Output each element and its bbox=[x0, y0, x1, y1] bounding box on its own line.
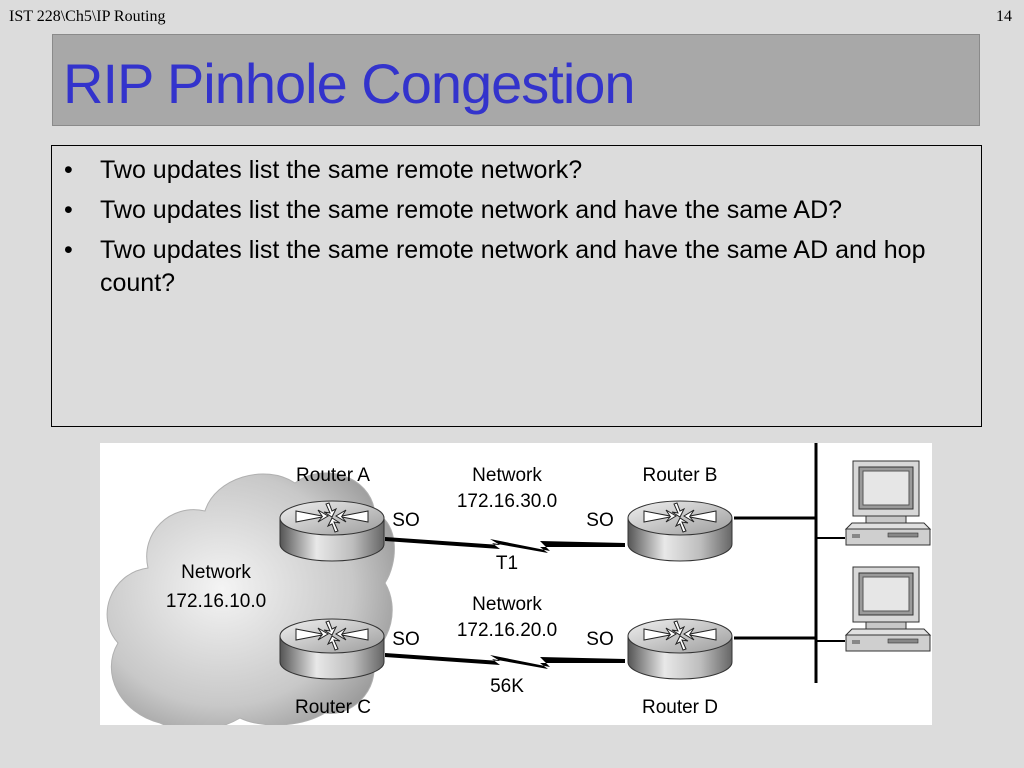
interface-c-label: SO bbox=[392, 629, 419, 650]
interface-d-label: SO bbox=[586, 629, 613, 650]
computer-icon bbox=[845, 460, 931, 546]
bullet-dot: • bbox=[64, 196, 73, 224]
bottom-link-speed: 56K bbox=[490, 676, 524, 697]
bullet-item: • Two updates list the same remote netwo… bbox=[64, 154, 964, 187]
title-bar: RIP Pinhole Congestion bbox=[52, 34, 980, 126]
router-b-label: Router B bbox=[643, 465, 718, 486]
bullet-item: • Two updates list the same remote netwo… bbox=[64, 234, 964, 300]
page-number: 14 bbox=[996, 8, 1012, 25]
router-b-icon bbox=[627, 500, 733, 562]
router-a-label: Router A bbox=[296, 465, 370, 486]
router-c-icon bbox=[279, 618, 385, 680]
cloud-label: Network bbox=[181, 562, 251, 583]
router-d-label: Router D bbox=[642, 697, 718, 718]
slide-path: IST 228\Ch5\IP Routing bbox=[9, 8, 166, 25]
bullet-dot: • bbox=[64, 236, 73, 264]
router-a-icon bbox=[279, 500, 385, 562]
slide-title: RIP Pinhole Congestion bbox=[63, 52, 636, 115]
bullet-list: • Two updates list the same remote netwo… bbox=[64, 154, 964, 307]
router-d-icon bbox=[627, 618, 733, 680]
serial-link-t1 bbox=[385, 537, 625, 553]
router-c-label: Router C bbox=[295, 697, 371, 718]
top-link-speed: T1 bbox=[496, 553, 518, 574]
serial-link-56k bbox=[385, 653, 625, 669]
top-link-network: 172.16.30.0 bbox=[457, 491, 557, 512]
interface-a-label: SO bbox=[392, 510, 419, 531]
bullet-text: Two updates list the same remote network… bbox=[100, 236, 926, 297]
bullet-text: Two updates list the same remote network… bbox=[100, 196, 843, 224]
computer-icon bbox=[845, 566, 931, 652]
top-link-label: Network bbox=[472, 465, 542, 486]
interface-b-label: SO bbox=[586, 510, 613, 531]
network-diagram: Network 172.16.10.0 Router A Router B Ro… bbox=[100, 443, 932, 725]
bullet-dot: • bbox=[64, 156, 73, 184]
bottom-link-network: 172.16.20.0 bbox=[457, 620, 557, 641]
bottom-link-label: Network bbox=[472, 594, 542, 615]
cloud-network: 172.16.10.0 bbox=[166, 591, 266, 612]
bullet-text: Two updates list the same remote network… bbox=[100, 156, 583, 184]
content-box: • Two updates list the same remote netwo… bbox=[51, 145, 982, 427]
bullet-item: • Two updates list the same remote netwo… bbox=[64, 194, 964, 227]
